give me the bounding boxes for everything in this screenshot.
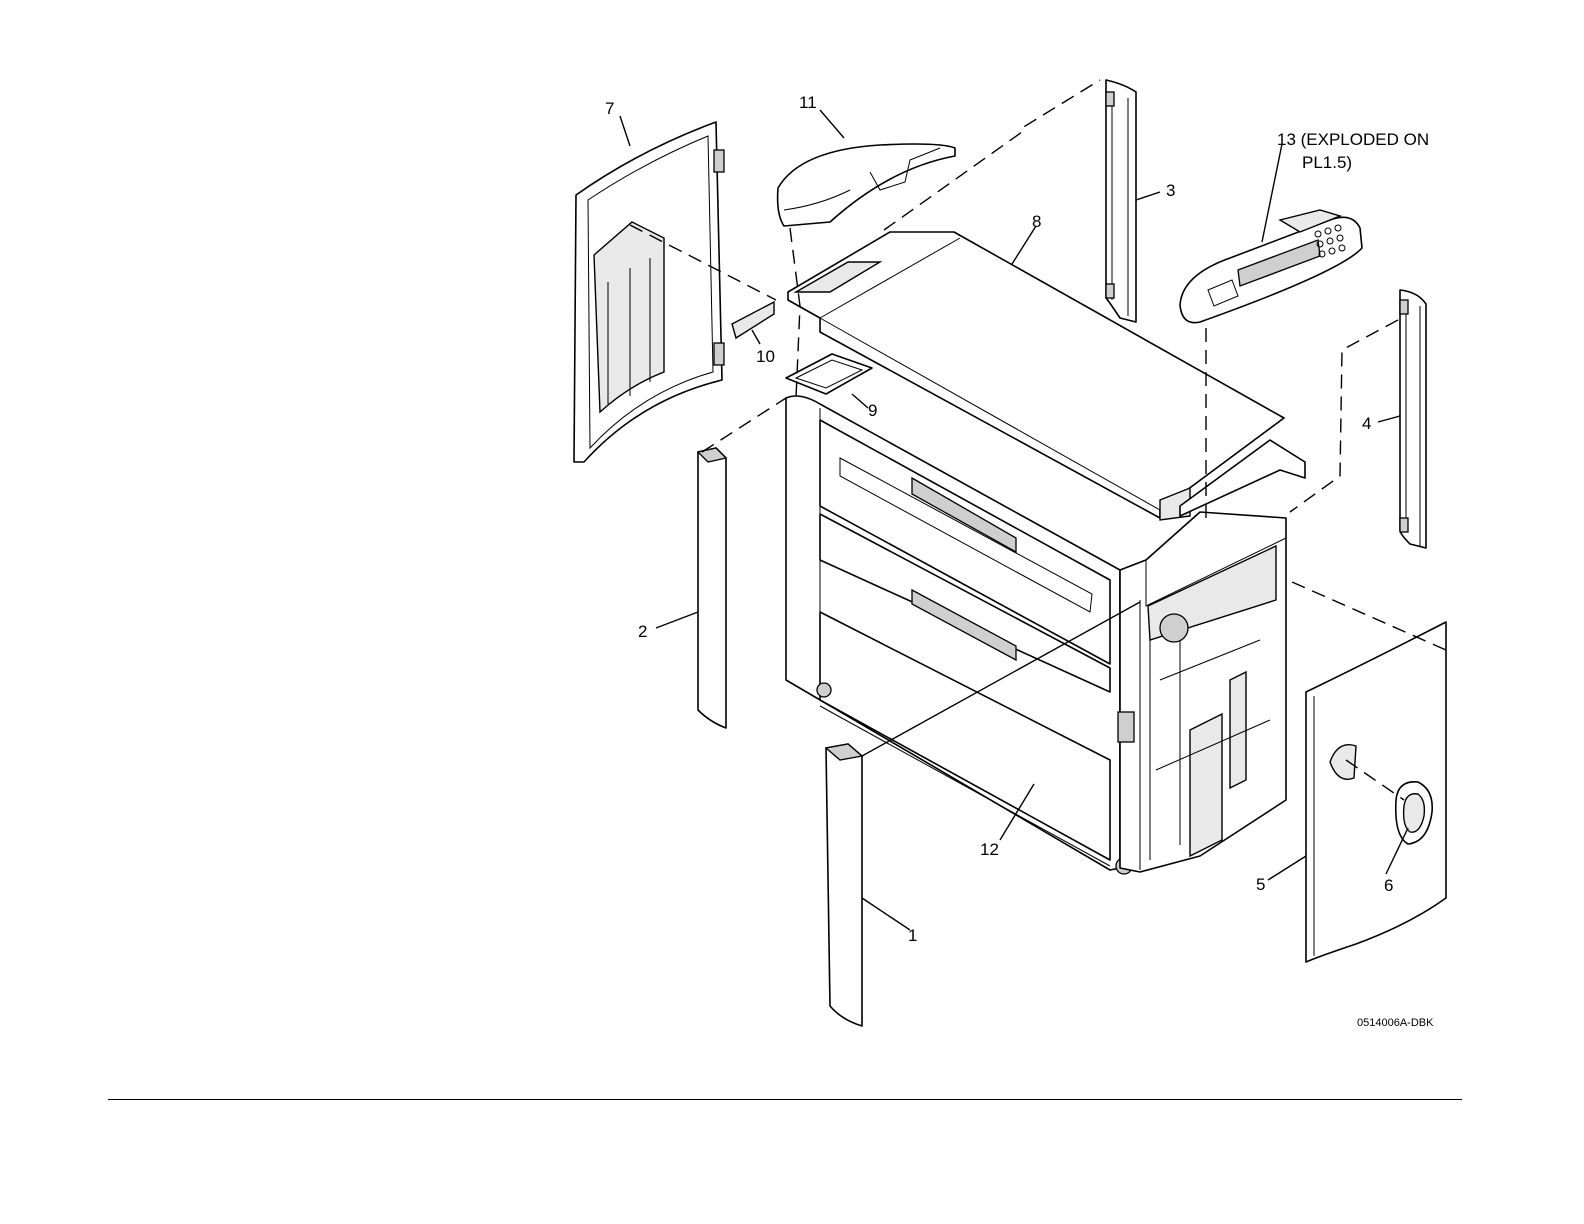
callout-10: 10 bbox=[756, 347, 775, 366]
figure-code: 0514006A-DBK bbox=[1357, 1017, 1434, 1029]
callout-3: 3 bbox=[1166, 181, 1175, 200]
callout-9: 9 bbox=[868, 401, 877, 420]
callout-7: 7 bbox=[605, 99, 614, 118]
part-4-right-trim bbox=[1400, 290, 1426, 548]
callout-8: 8 bbox=[1032, 212, 1041, 231]
callout-6: 6 bbox=[1384, 876, 1393, 895]
part-13-control-panel bbox=[1180, 210, 1362, 323]
callout-2: 2 bbox=[638, 622, 647, 641]
callout-12: 12 bbox=[980, 840, 999, 859]
callout-1: 1 bbox=[908, 926, 917, 945]
part-9-frame bbox=[786, 354, 872, 394]
side-frame-mechanism bbox=[1118, 512, 1286, 872]
callout-13-line2: PL1.5) bbox=[1302, 153, 1352, 172]
callout-11: 11 bbox=[799, 93, 817, 112]
callout-13-line1: 13 (EXPLODED ON bbox=[1277, 130, 1429, 149]
footer-rule bbox=[108, 1099, 1462, 1100]
callout-5: 5 bbox=[1256, 875, 1265, 894]
part-3-rear-trim bbox=[1106, 80, 1136, 322]
part-1-front-trim bbox=[826, 744, 862, 1026]
callout-4: 4 bbox=[1362, 414, 1371, 433]
part-11-top-cover bbox=[778, 144, 955, 226]
part-7-left-door bbox=[574, 122, 724, 462]
part-2-left-trim bbox=[698, 448, 726, 728]
